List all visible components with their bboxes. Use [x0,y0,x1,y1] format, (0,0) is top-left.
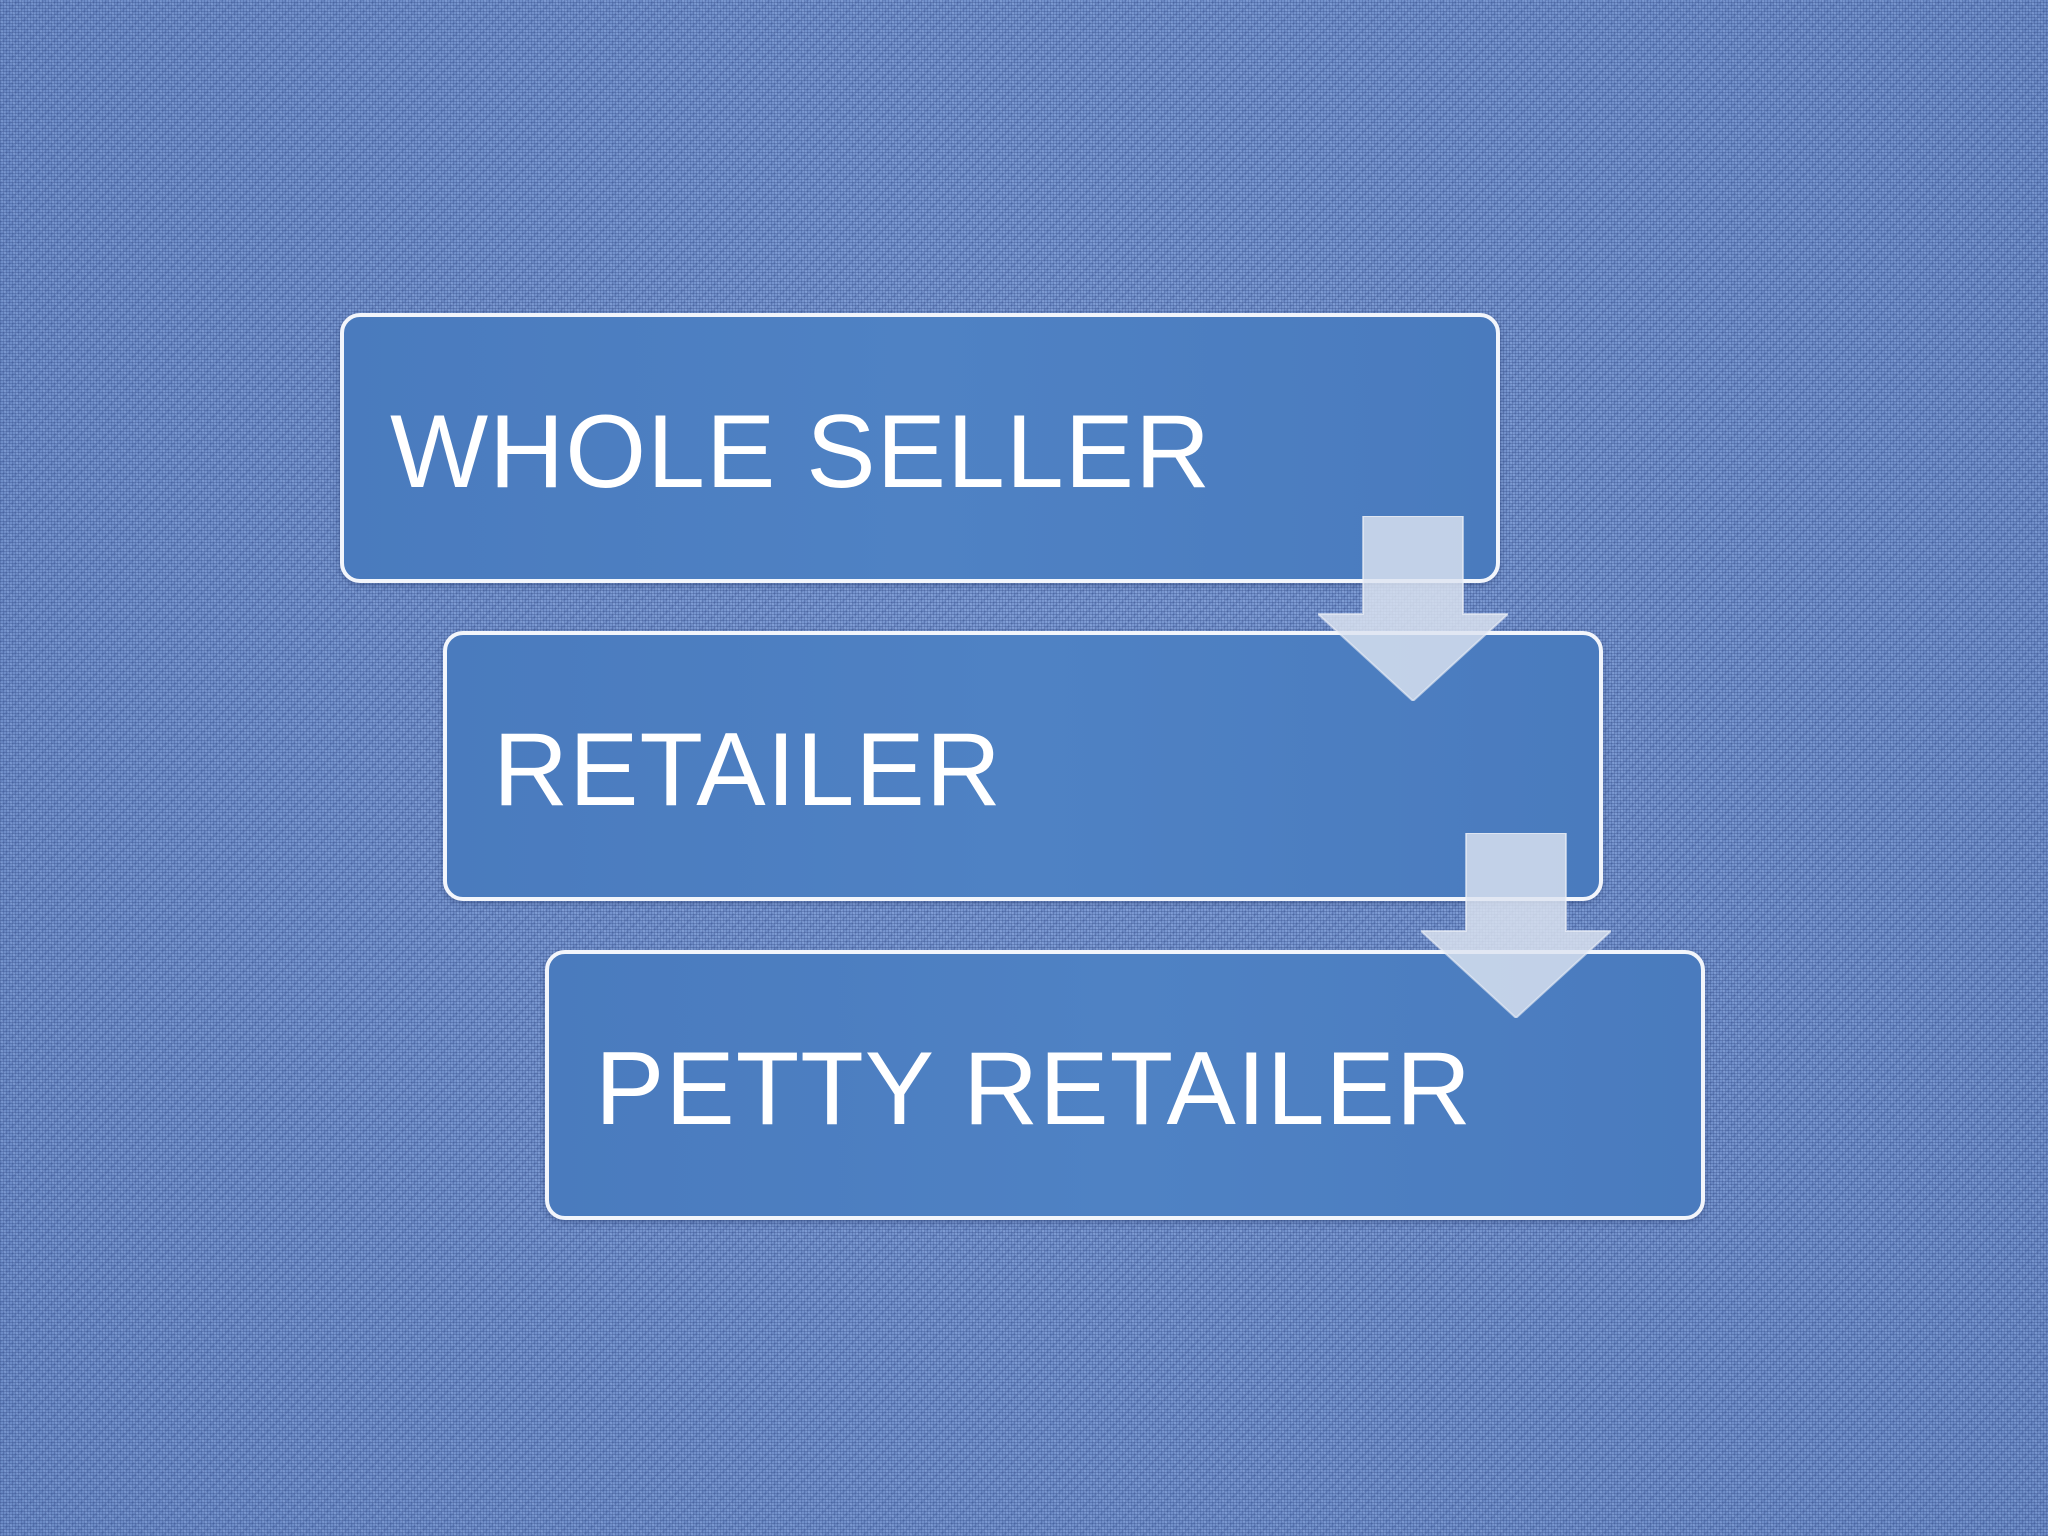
step-label-retailer: RETAILER [493,711,1002,828]
down-arrow-icon [1318,516,1508,701]
step-label-petty-retailer: PETTY RETAILER [595,1030,1473,1147]
down-arrow-icon [1421,833,1611,1018]
step-box-retailer: RETAILER [443,631,1603,901]
step-label-whole-seller: WHOLE SELLER [390,393,1212,510]
step-box-whole-seller: WHOLE SELLER [340,313,1500,583]
